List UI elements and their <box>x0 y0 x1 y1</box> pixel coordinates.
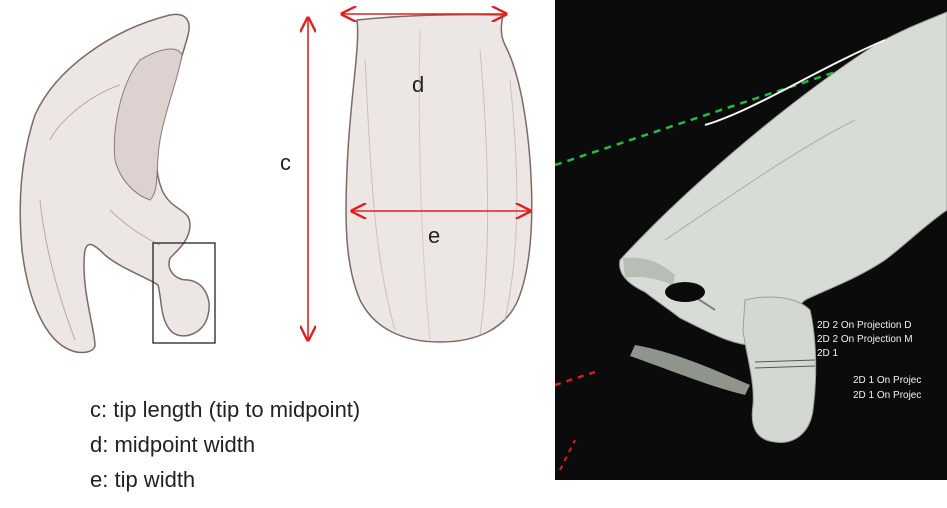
sketch-panel: c d e c: tip length (tip to midpoint) d:… <box>0 0 555 508</box>
red-dashed-line-2 <box>560 440 575 470</box>
label-c: c <box>280 150 291 175</box>
bone-outer-shape <box>20 14 209 352</box>
sketch-svg: c d e <box>0 0 555 390</box>
legend: c: tip length (tip to midpoint) d: midpo… <box>90 392 360 497</box>
ct-label-1: 2D 2 On Projection D <box>817 320 912 331</box>
label-e: e <box>428 223 440 248</box>
bone-sketch <box>20 14 209 352</box>
ct-label-3: 2D 1 <box>817 348 838 359</box>
legend-e: e: tip width <box>90 462 360 497</box>
legend-c: c: tip length (tip to midpoint) <box>90 392 360 427</box>
ct-label-5: 2D 1 On Projec <box>853 390 921 401</box>
legend-d: d: midpoint width <box>90 427 360 462</box>
tip-outline <box>346 15 532 342</box>
ct-label-4: 2D 1 On Projec <box>853 375 921 386</box>
ct-svg <box>555 0 947 480</box>
ct-render-panel: 2D 2 On Projection D 2D 2 On Projection … <box>555 0 947 480</box>
tip-sketch <box>346 15 532 342</box>
label-d: d <box>412 72 424 97</box>
ct-label-2: 2D 2 On Projection M <box>817 334 913 345</box>
red-dashed-line-1 <box>555 372 595 385</box>
